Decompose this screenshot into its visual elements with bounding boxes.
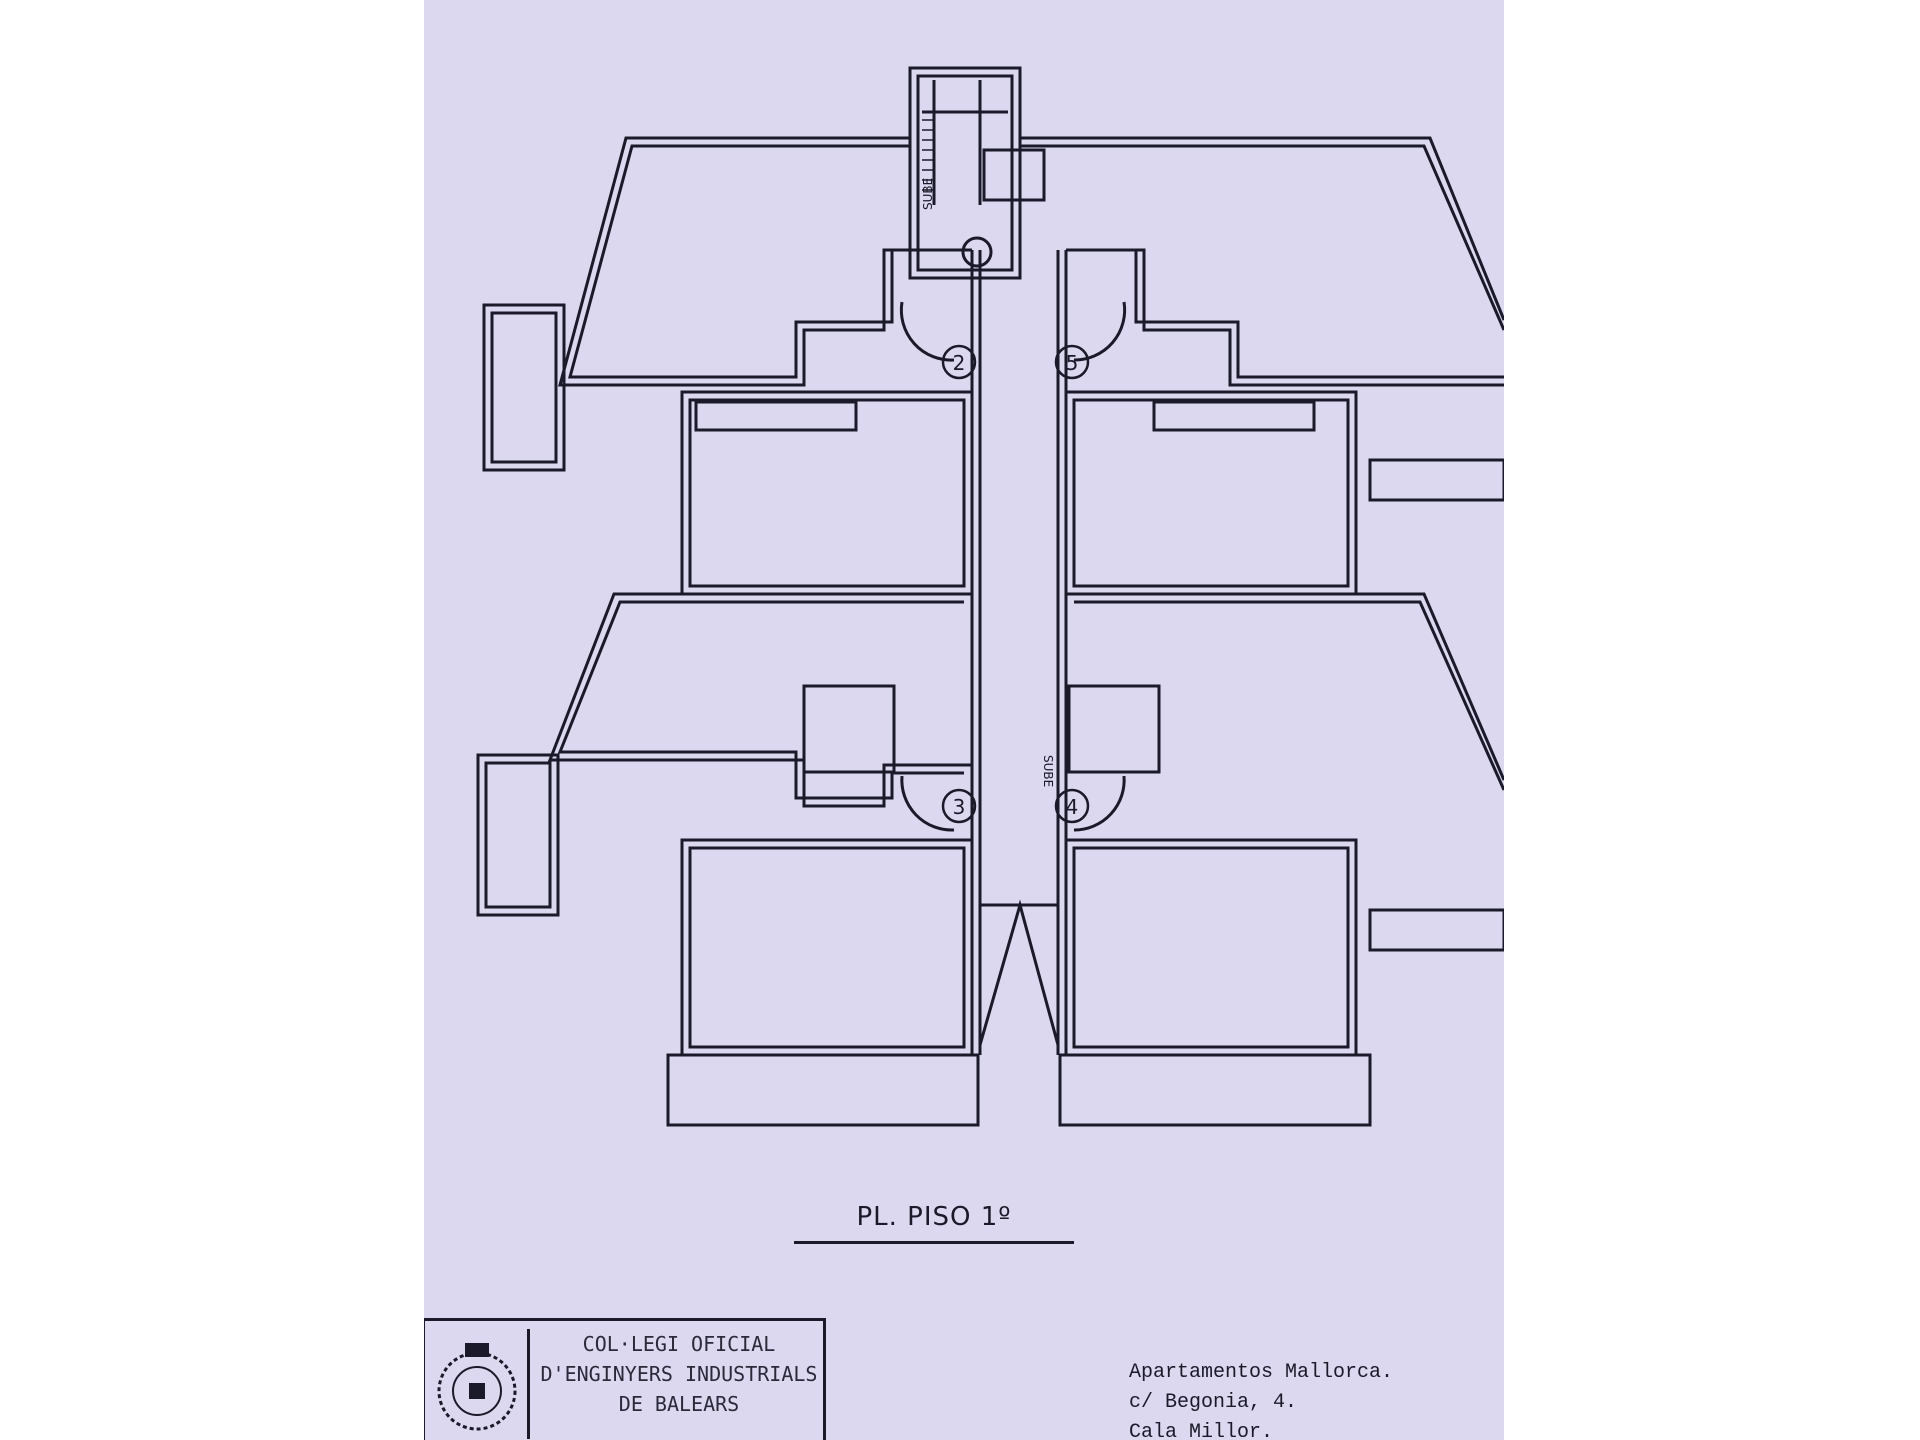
apt-number-5: 5 (1066, 351, 1079, 375)
balcony-middle-right (1368, 908, 1504, 952)
address-block: Apartamentos Mallorca. c/ Begonia, 4. Cala… (1129, 1358, 1393, 1440)
stamp-line-3: DE BALEARS (618, 1392, 740, 1416)
balcony-upper-right (1368, 458, 1504, 502)
stair-core (908, 66, 1022, 280)
room-apt-4 (1064, 838, 1358, 1057)
floor-plan-drawing: 2 5 3 4 SUBE SUBE (476, 66, 1504, 1127)
door-apt-4 (1073, 775, 1126, 832)
apt-number-4: 4 (1066, 795, 1079, 819)
stamp-text: COL·LEGI OFICIAL D'ENGINYERS INDUSTRIALS… (535, 1329, 823, 1419)
apt-number-2: 2 (953, 351, 966, 375)
balcony-middle-left (476, 753, 560, 917)
stair-label-top: SUBE (921, 178, 935, 210)
plan-title: PL. PISO 1º (856, 1202, 1012, 1232)
terrace-left (666, 1053, 980, 1127)
balcony-upper-left (482, 303, 566, 472)
upper-right-wing (1066, 248, 1504, 387)
upper-left-wing (558, 136, 972, 387)
drawing-sheet: 2 5 3 4 SUBE SUBE PL. PISO 1º COL·LEGI O… (424, 0, 1504, 1440)
seal-icon (431, 1329, 530, 1439)
apt-marker-5: 5 (1054, 344, 1090, 380)
apt-marker-2: 2 (941, 344, 977, 380)
door-apt-5 (1073, 301, 1127, 362)
room-apt-2 (680, 390, 974, 596)
terrace-right (1058, 1053, 1372, 1127)
address-line-2: c/ Begonia, 4. (1129, 1391, 1298, 1414)
stair-label-middle: SUBE (1041, 755, 1055, 787)
official-stamp: COL·LEGI OFICIAL D'ENGINYERS INDUSTRIALS… (424, 1318, 826, 1440)
apt-marker-3: 3 (941, 788, 977, 824)
apt-marker-4: 4 (1054, 788, 1090, 824)
stamp-line-1: COL·LEGI OFICIAL (582, 1332, 776, 1356)
apt-number-3: 3 (953, 795, 966, 819)
plan-title-underline (794, 1241, 1074, 1244)
door-apt-3 (900, 775, 955, 832)
address-line-3: Cala Millor. (1129, 1421, 1274, 1440)
address-line-1: Apartamentos Mallorca. (1129, 1361, 1394, 1384)
room-apt-3 (680, 838, 974, 1057)
middle-right-wing (1066, 592, 1504, 781)
stamp-line-2: D'ENGINYERS INDUSTRIALS (540, 1362, 818, 1386)
apartment-markers: 2 5 3 4 (941, 344, 1090, 824)
